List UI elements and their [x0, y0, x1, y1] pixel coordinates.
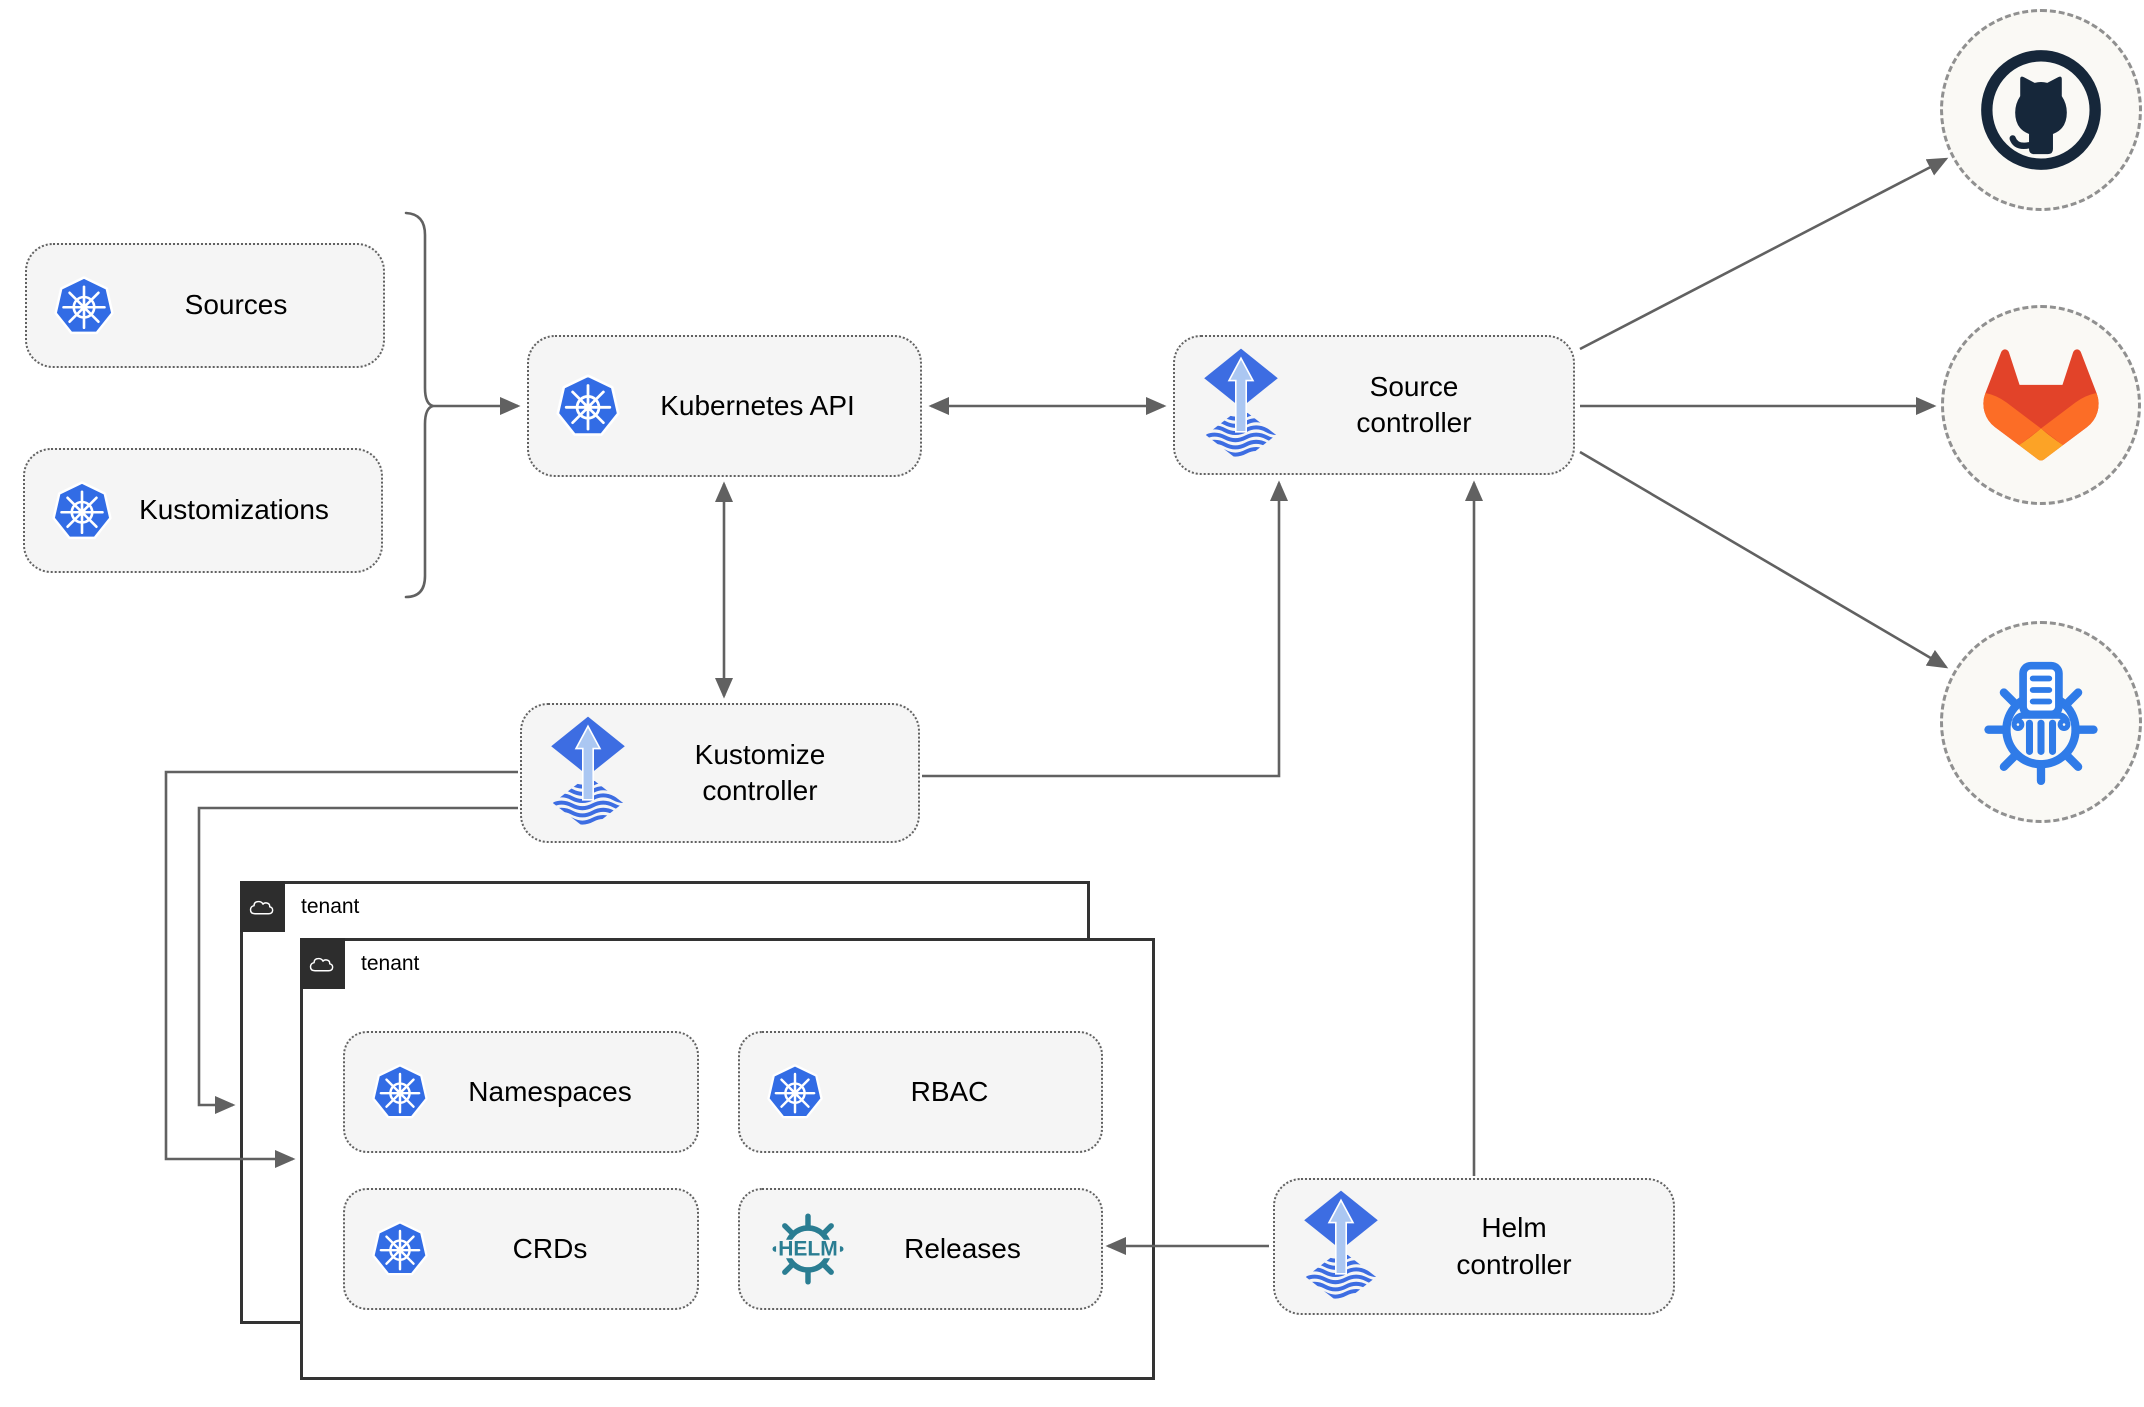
flux-icon	[548, 715, 628, 831]
releases-label: Releases	[904, 1232, 1021, 1264]
helm-controller-label-line2: controller	[1456, 1248, 1572, 1280]
arrow-source-to-github	[1579, 157, 1949, 351]
releases-box: HELM Releases	[738, 1188, 1103, 1310]
arrow-source-to-chart-repository	[1579, 450, 1949, 669]
tenant-outer-tab	[240, 881, 285, 932]
kubernetes-icon	[51, 480, 113, 542]
helm-logo-text: HELM	[778, 1238, 838, 1261]
source-controller-label: Source controller	[1281, 369, 1547, 442]
cloud-icon	[247, 894, 279, 920]
kustomize-controller-label: Kustomize controller	[628, 737, 892, 810]
namespaces-label: Namespaces	[468, 1075, 632, 1107]
tenant-inner-tab	[300, 938, 345, 989]
namespaces-box: Namespaces	[343, 1031, 699, 1153]
helm-controller-label-line1: Helm	[1481, 1212, 1547, 1244]
chart-repository-remote-circle	[1940, 621, 2142, 823]
kubernetes-icon	[53, 275, 115, 337]
tenant-inner-box: tenant Namespaces RBAC CRDs	[300, 938, 1155, 1380]
github-remote-circle	[1940, 9, 2142, 211]
sources-label: Sources	[184, 289, 288, 321]
kubernetes-api-box: Kubernetes API	[527, 335, 922, 477]
kubernetes-icon	[555, 373, 621, 439]
kustomizations-label: Kustomizations	[139, 494, 329, 526]
cloud-icon	[307, 951, 339, 977]
tenant-outer-label: tenant	[301, 895, 360, 918]
kustomize-controller-box: Kustomize controller	[520, 703, 920, 843]
brace-crds-group	[404, 211, 434, 599]
kubernetes-icon	[371, 1063, 429, 1121]
source-controller-label-line1: Source	[1369, 370, 1459, 402]
tenant-inner-label: tenant	[361, 952, 420, 975]
crds-label: CRDs	[512, 1232, 588, 1264]
flux-icon	[1301, 1189, 1381, 1305]
helm-controller-label: Helm controller	[1381, 1210, 1647, 1283]
rbac-label: RBAC	[910, 1075, 989, 1107]
crds-box: CRDs	[343, 1188, 699, 1310]
chart-repository-icon	[1984, 661, 2098, 786]
kubernetes-icon	[371, 1220, 429, 1278]
source-controller-label-line2: controller	[1356, 407, 1472, 438]
kustomize-controller-label-line1: Kustomize	[694, 738, 826, 770]
kubernetes-api-label: Kubernetes API	[660, 389, 855, 421]
gitlab-icon	[1983, 349, 2099, 461]
github-icon	[1981, 50, 2101, 170]
gitlab-remote-circle	[1941, 305, 2141, 505]
source-controller-box: Source controller	[1173, 335, 1575, 475]
arrow-kustomize-to-source-controller	[922, 480, 1289, 778]
kubernetes-icon	[766, 1063, 824, 1121]
flux-icon	[1201, 347, 1281, 463]
sources-box: Sources	[25, 243, 385, 368]
helm-controller-box: Helm controller	[1273, 1178, 1675, 1315]
rbac-box: RBAC	[738, 1031, 1103, 1153]
kustomize-controller-label-line2: controller	[702, 775, 818, 806]
kustomizations-box: Kustomizations	[23, 448, 383, 573]
helm-icon: HELM	[772, 1213, 844, 1285]
